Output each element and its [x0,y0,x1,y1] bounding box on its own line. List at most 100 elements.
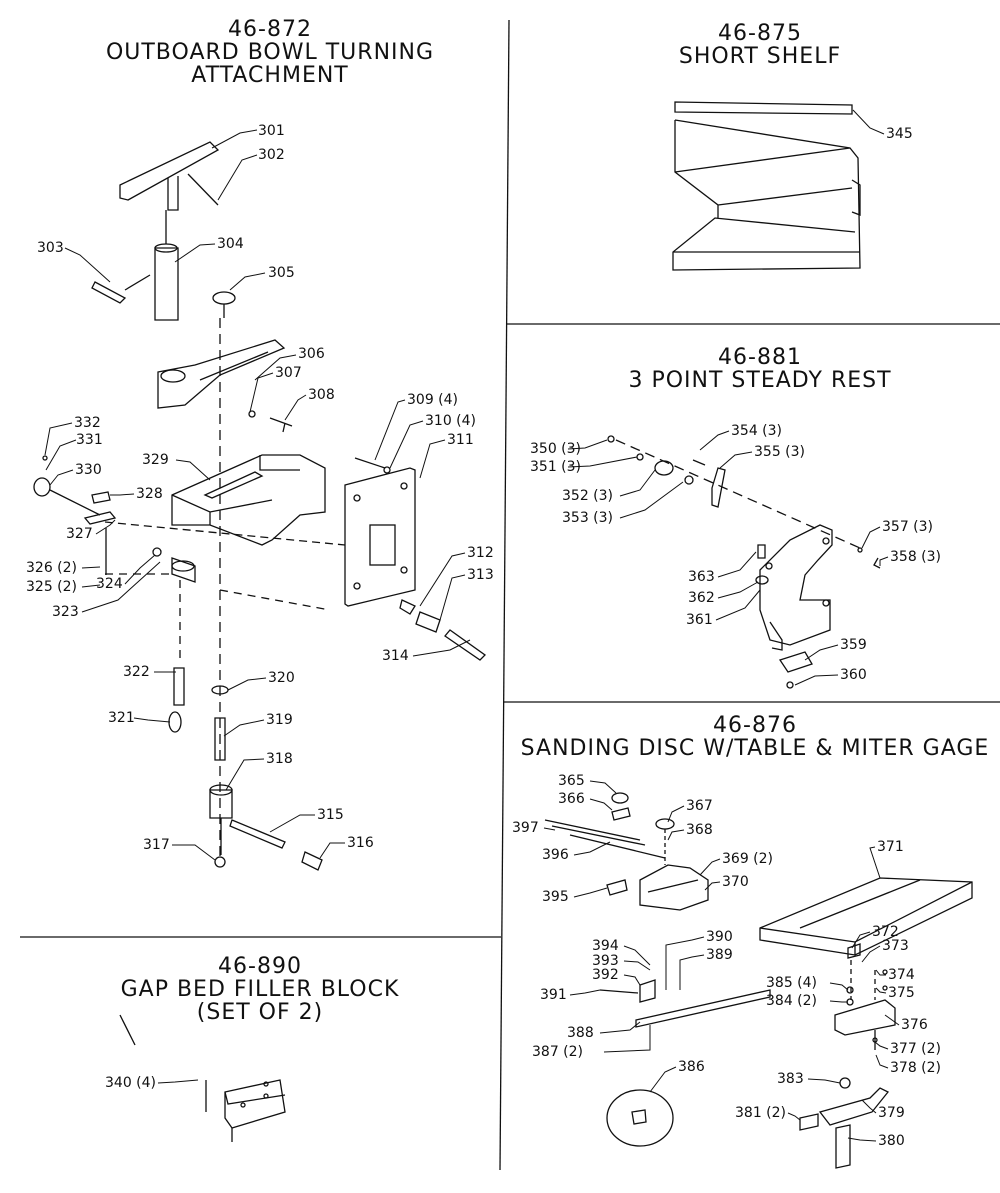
callout-309: 309 (4) [407,392,458,408]
callout-318: 318 [266,751,293,767]
callout-380: 380 [878,1133,905,1149]
callout-389: 389 [706,947,733,963]
callout-391: 391 [540,987,567,1003]
callout-302: 302 [258,147,285,163]
callout-304: 304 [217,236,244,252]
callout-394: 394 [592,938,619,954]
callout-385: 385 (4) [766,975,817,991]
callout-308: 308 [308,387,335,403]
callout-395: 395 [542,889,569,905]
callout-387: 387 (2) [532,1044,583,1060]
callout-354: 354 (3) [731,423,782,439]
shelf-model-number: 46-875 [718,21,802,46]
callout-396: 396 [542,847,569,863]
callout-314: 314 [382,648,409,664]
callout-372: 372 [872,924,899,940]
callout-392: 392 [592,967,619,983]
callout-345: 345 [886,126,913,142]
callout-305: 305 [268,265,295,281]
callout-393: 393 [592,953,619,969]
outboard-model-number: 46-872 [228,17,312,42]
callout-310: 310 (4) [425,413,476,429]
callout-316: 316 [347,835,374,851]
callout-351: 351 (3) [530,459,581,475]
callout-386: 386 [678,1059,705,1075]
callout-360: 360 [840,667,867,683]
callout-323: 323 [52,604,79,620]
callout-352: 352 (3) [562,488,613,504]
callout-312: 312 [467,545,494,561]
callout-361: 361 [686,612,713,628]
callout-355: 355 (3) [754,444,805,460]
sanding-section-title: 46-876 SANDING DISC W/TABLE & MITER GAGE [515,714,995,760]
callout-370: 370 [722,874,749,890]
gap-model-number: 46-890 [218,954,302,979]
callout-374: 374 [888,967,915,983]
callout-340: 340 (4) [105,1075,156,1091]
steady-section-title: 46-881 3 POINT STEADY REST [560,346,960,392]
callout-330: 330 [75,462,102,478]
callout-390: 390 [706,929,733,945]
callout-384: 384 (2) [766,993,817,1009]
outboard-section-title: 46-872 OUTBOARD BOWL TURNING ATTACHMENT [60,18,480,87]
callout-313: 313 [467,567,494,583]
callout-362: 362 [688,590,715,606]
callout-397: 397 [512,820,539,836]
callout-326: 326 (2) [26,560,77,576]
gap-name-line1: GAP BED FILLER BLOCK [120,977,400,1002]
sanding-name-line1: SANDING DISC W/TABLE & MITER GAGE [520,736,990,761]
callout-319: 319 [266,712,293,728]
callout-306: 306 [298,346,325,362]
callout-331: 331 [76,432,103,448]
callout-373: 373 [882,938,909,954]
callout-311: 311 [447,432,474,448]
steady-model-number: 46-881 [718,345,802,370]
callout-366: 366 [558,791,585,807]
gap-bed-filler-block-drawing [119,1014,286,1142]
callout-324: 324 [96,576,123,592]
callout-368: 368 [686,822,713,838]
callout-363: 363 [688,569,715,585]
gap-section-title: 46-890 GAP BED FILLER BLOCK (SET OF 2) [90,955,430,1024]
callout-303: 303 [37,240,64,256]
callout-labels: 301 302 303 304 305 306 307 308 309 (4) … [26,123,941,1149]
callout-317: 317 [143,837,170,853]
callout-322: 322 [123,664,150,680]
steady-name-line1: 3 POINT STEADY REST [628,368,892,393]
callout-377: 377 (2) [890,1041,941,1057]
callout-350: 350 (3) [530,441,581,457]
callout-321: 321 [108,710,135,726]
callout-357: 357 (3) [882,519,933,535]
gap-name-line2: (SET OF 2) [196,1000,324,1025]
short-shelf-drawing [672,101,861,271]
callout-358: 358 (3) [890,549,941,565]
callout-301: 301 [258,123,285,139]
outboard-attachment-drawing [33,141,487,871]
callout-378: 378 (2) [890,1060,941,1076]
shelf-section-title: 46-875 SHORT SHELF [610,22,910,68]
callout-315: 315 [317,807,344,823]
vertical-divider [499,19,510,1171]
callout-379: 379 [878,1105,905,1121]
callout-328: 328 [136,486,163,502]
callout-371: 371 [877,839,904,855]
callout-329: 329 [142,452,169,468]
callout-320: 320 [268,670,295,686]
callout-367: 367 [686,798,713,814]
callout-388: 388 [567,1025,594,1041]
callout-332: 332 [74,415,101,431]
callout-375: 375 [888,985,915,1001]
sanding-model-number: 46-876 [713,713,797,738]
leader-lines [44,109,900,1142]
callout-325: 325 (2) [26,579,77,595]
outboard-name-line2: ATTACHMENT [191,63,349,88]
callout-307: 307 [275,365,302,381]
shelf-name-line1: SHORT SHELF [678,44,842,69]
callout-359: 359 [840,637,867,653]
callout-381: 381 (2) [735,1105,786,1121]
outboard-name-line1: OUTBOARD BOWL TURNING [105,40,435,65]
callout-376: 376 [901,1017,928,1033]
callout-365: 365 [558,773,585,789]
